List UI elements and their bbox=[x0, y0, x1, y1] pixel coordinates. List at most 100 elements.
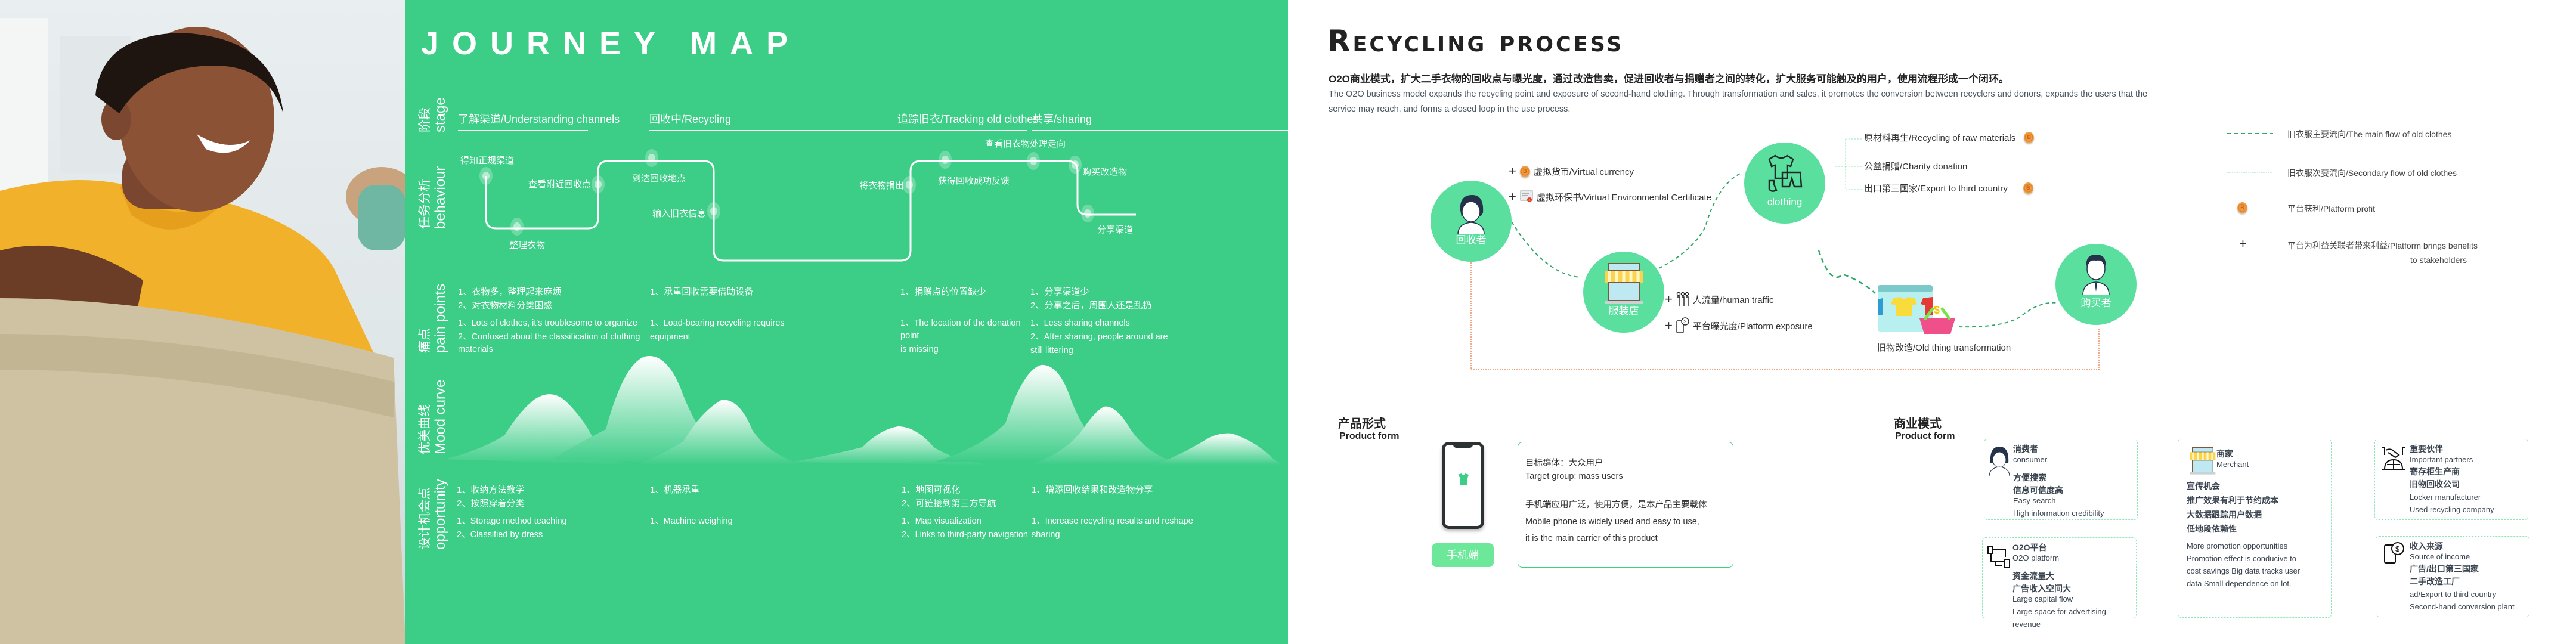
main-flow-line bbox=[1818, 250, 1876, 294]
opportunity-stage-1: 1、收纳方法教学 2、按照穿着分类 1、Storage method teach… bbox=[457, 485, 567, 540]
pain-points-stage-3: 1、捐赠点的位置缺少 1、The location of the donatio… bbox=[900, 287, 1021, 354]
behaviour-label: 到达回收地点 bbox=[632, 174, 686, 184]
mood-peak bbox=[552, 356, 767, 465]
consumer-avatar-icon bbox=[1989, 447, 2010, 476]
mood-peak bbox=[791, 426, 993, 465]
behaviour-point bbox=[1027, 152, 1040, 170]
merchant-store-icon bbox=[2190, 447, 2216, 475]
behaviour-point bbox=[479, 167, 493, 185]
behaviour-point bbox=[903, 176, 916, 194]
pain-points-stage-2: 1、承重回收需要借助设备 1、Load-bearing recycling re… bbox=[650, 287, 785, 342]
intro-cn: O2O商业模式，扩大二手衣物的回收点与曝光度，通过改造售卖，促进回收者与捐赠者之… bbox=[1329, 73, 2009, 85]
store-icon bbox=[1605, 263, 1643, 304]
man-avatar-icon bbox=[2082, 255, 2110, 295]
recycling-process-panel: Recycling process O2O商业模式，扩大二手衣物的回收点与曝光度… bbox=[1288, 0, 2576, 644]
business-model-title-en: Product form bbox=[1895, 431, 1955, 441]
devices-icon bbox=[1987, 546, 2010, 568]
boy-with-laundry-bag-image bbox=[0, 18, 405, 644]
mobile-button[interactable]: 手机端 bbox=[1432, 543, 1494, 567]
behaviour-label: 整理衣物 bbox=[509, 240, 546, 250]
clothes-icon bbox=[1768, 154, 1803, 192]
stage-tracking-old-clothes: 追踪旧衣/Tracking old clothes bbox=[897, 111, 1038, 131]
phone-income-icon: $ bbox=[2384, 542, 2404, 564]
journey-map-panel: JOURNEY MAP 阶段 stage 任务分析 behaviour 痛点 p… bbox=[409, 0, 1288, 644]
recycler-node: 回收者 bbox=[1431, 181, 1512, 262]
stage-sharing: 共享/sharing bbox=[1032, 111, 1288, 131]
product-form-title-cn: 产品形式 bbox=[1338, 417, 1386, 431]
mood-curve bbox=[445, 356, 1288, 465]
plus-icon: + bbox=[1665, 292, 1673, 306]
store-label: 服装店 bbox=[1608, 305, 1639, 317]
clothing-node: clothing bbox=[1744, 143, 1825, 224]
card-consumer: 消费者 consumer 方便搜索 信息可信度高 Easy search Hig… bbox=[1984, 439, 2138, 520]
pain-points-stage-4: 1、分享渠道少 2、分享之后，周围人还是乱扔 1、Less sharing ch… bbox=[1030, 287, 1168, 355]
benefit-human-traffic: + 人流量/human traffic bbox=[1665, 292, 1774, 306]
legend-benefit: 平台为利益关联者带来利益/Platform brings benefits bbox=[2287, 241, 2478, 250]
behaviour-point bbox=[645, 149, 658, 167]
behaviour-label: 分享渠道 bbox=[1097, 225, 1134, 235]
shop-transformation-icon: $ bbox=[1878, 285, 1955, 334]
store-node: 服装店 bbox=[1583, 252, 1664, 333]
behaviour-label: 查看附近回收点 bbox=[528, 179, 592, 190]
behaviour-point bbox=[510, 218, 524, 236]
card-important-partners: 重要伙伴 Important partners 寄存柜生产商 旧物回收公司 Lo… bbox=[2374, 439, 2528, 520]
opportunity-stage-2: 1、机器承重 1、Machine weighing bbox=[650, 485, 733, 526]
card-o2o-platform: O2O平台 O2O platform 资金流量大 广告收入空间大 Large c… bbox=[1982, 537, 2137, 628]
flow-lines bbox=[1470, 138, 2100, 370]
product-form-title-en: Product form bbox=[1339, 431, 1400, 441]
profit-coin-icon: B bbox=[2024, 132, 2035, 143]
woman-avatar-icon bbox=[1457, 195, 1485, 234]
pain-points-stage-1: 1、衣物多，整理起来麻烦 2、对衣物材料分类困惑 1、Lots of cloth… bbox=[458, 287, 640, 354]
main-flow-line bbox=[1511, 221, 1581, 278]
stage-understanding-channels: 了解渠道/Understanding channels bbox=[458, 111, 620, 131]
plus-icon: + bbox=[1665, 318, 1673, 333]
row-label-opportunity: 设计机会点 opportunity bbox=[418, 479, 448, 550]
mood-peak bbox=[1029, 406, 1184, 465]
card-merchant: 商家 Merchant 宣传机会 推广效果有利于节约成本 大数据跟踪用户数据 低… bbox=[2178, 439, 2332, 618]
intro-en: The O2O business model expands the recyc… bbox=[1329, 89, 2148, 114]
clothing-label: clothing bbox=[1767, 196, 1803, 208]
buyer-label: 购买者 bbox=[2080, 298, 2111, 309]
phone-mockup bbox=[1442, 442, 1484, 529]
benefit-virtual-certificate: + 虚拟环保书/Virtual Environmental Certificat… bbox=[1509, 189, 1712, 204]
outlet-charity-donation: 公益捐赠/Charity donation bbox=[1864, 162, 1968, 172]
legend-main-flow: 旧衣服主要流向/The main flow of old clothes bbox=[2287, 129, 2452, 139]
phone-money-icon: $ bbox=[1676, 317, 1689, 333]
legend-coin-icon: B bbox=[2237, 202, 2247, 213]
certificate-icon bbox=[1520, 190, 1533, 202]
legend-benefit-cont: to stakeholders bbox=[2410, 255, 2467, 265]
closed-loop-line bbox=[1470, 262, 2100, 370]
profit-coin-icon: B bbox=[2023, 182, 2033, 194]
legend-plus-icon: + bbox=[2239, 236, 2247, 251]
business-model-title-cn: 商业模式 bbox=[1894, 417, 1942, 431]
people-icon bbox=[1676, 292, 1689, 306]
plus-icon: + bbox=[1509, 189, 1516, 204]
benefit-platform-exposure: + $ 平台曝光度/Platform exposure bbox=[1665, 317, 1813, 333]
behaviour-point bbox=[939, 151, 952, 169]
mood-peak bbox=[1154, 433, 1288, 465]
behaviour-label: 得知正规渠道 bbox=[460, 156, 515, 166]
buyer-node: 购买者 bbox=[2055, 244, 2137, 325]
behaviour-label: 输入旧衣信息 bbox=[652, 209, 707, 219]
plus-icon: + bbox=[1509, 163, 1516, 178]
product-form-description: 目标群体：大众用户 Target group: mass users 手机端应用… bbox=[1518, 442, 1733, 568]
coin-icon: B bbox=[1519, 165, 1530, 177]
secondary-flow-bracket bbox=[1835, 138, 1862, 190]
opportunity-stage-4: 1、增添回收结果和改造物分享 1、Increase recycling resu… bbox=[1032, 485, 1193, 540]
behaviour-label: 购买改造物 bbox=[1082, 167, 1128, 177]
mood-peak bbox=[636, 400, 803, 465]
behaviour-point bbox=[707, 202, 720, 220]
legend-lines bbox=[2227, 133, 2273, 173]
behaviour-path bbox=[485, 160, 1136, 262]
journey-map-title: JOURNEY MAP bbox=[421, 26, 801, 61]
stage-recycling: 回收中/Recycling bbox=[649, 111, 900, 131]
app-logo-icon bbox=[1458, 473, 1469, 485]
opportunity-stage-3: 1、地图可视化 2、可链接到第三方导航 1、Map visualization … bbox=[902, 485, 1028, 540]
behaviour-label: 将衣物捐出 bbox=[859, 181, 905, 191]
outlet-raw-materials: 原材料再生/Recycling of raw materials B bbox=[1864, 131, 2035, 144]
transformation-label: 旧物改造/Old thing transformation bbox=[1877, 343, 2011, 353]
main-flow-line bbox=[1658, 172, 1742, 269]
svg-text:$: $ bbox=[1683, 319, 1686, 324]
svg-text:$: $ bbox=[1934, 304, 1940, 316]
handshake-globe-icon bbox=[2382, 447, 2405, 470]
